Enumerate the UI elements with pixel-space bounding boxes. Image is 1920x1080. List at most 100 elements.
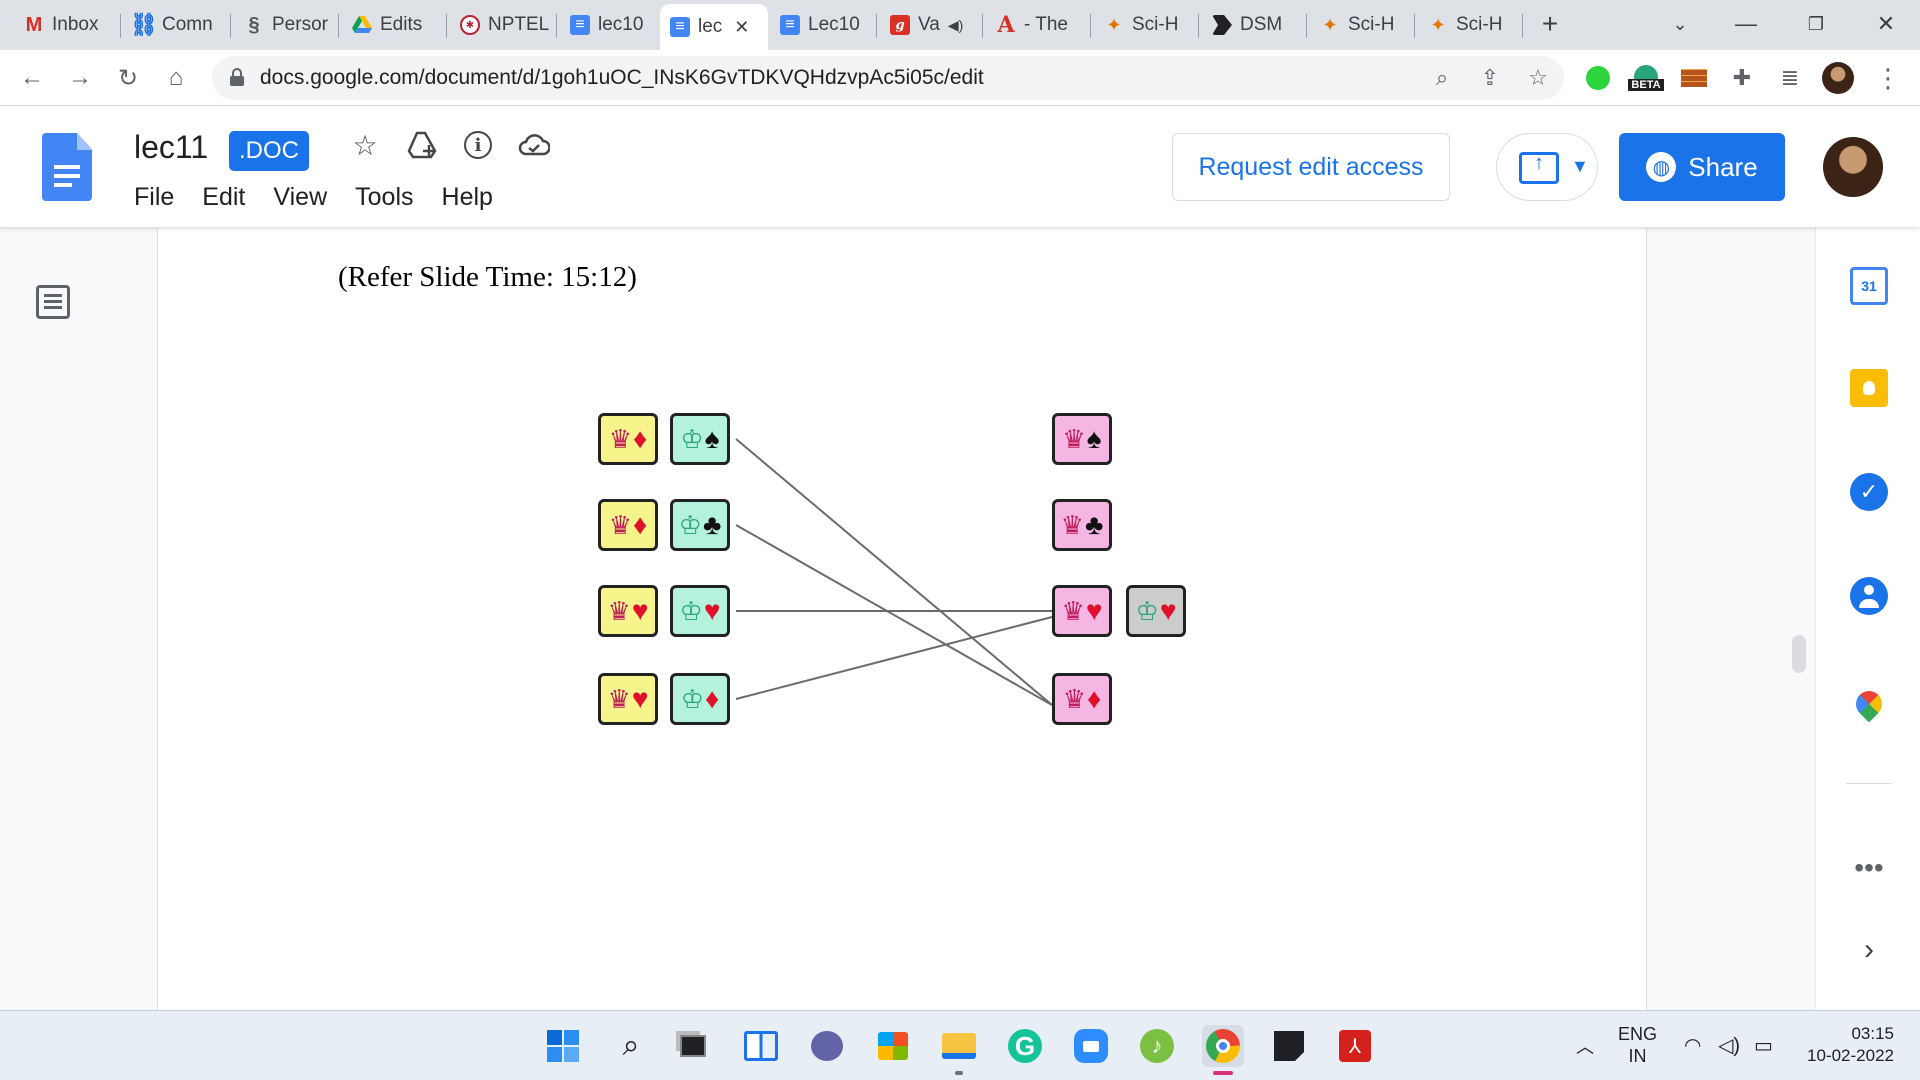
maps-icon[interactable] xyxy=(1850,685,1888,723)
tab-scihub-3[interactable]: ✦ Sci-H xyxy=(1418,6,1520,44)
address-bar[interactable]: docs.google.com/document/d/1goh1uOC_INsK… xyxy=(212,56,1564,100)
extensions-puzzle-icon[interactable]: ✚ xyxy=(1732,65,1752,90)
gmail-icon: M xyxy=(25,13,43,36)
right-queen-card: ♛♣ xyxy=(1052,499,1112,551)
star-icon[interactable]: ☆ xyxy=(352,129,378,161)
forward-arrow-icon[interactable]: → xyxy=(68,64,92,91)
tab-the[interactable]: A - The xyxy=(997,12,1069,38)
reload-icon[interactable]: ↻ xyxy=(117,64,139,92)
diamond-suit-icon: ♦ xyxy=(1087,683,1102,714)
media-queue-icon[interactable]: ≣ xyxy=(1780,65,1800,90)
calendar-icon[interactable]: 31 xyxy=(1850,267,1888,305)
tab-comn[interactable]: ⛓ Comn xyxy=(130,12,213,37)
tab-scihub-1[interactable]: ✦ Sci-H xyxy=(1094,6,1196,44)
new-tab-plus-icon[interactable]: + xyxy=(1541,8,1559,39)
matching-edge xyxy=(735,438,1053,706)
contacts-icon[interactable] xyxy=(1850,577,1888,615)
tab-nptel[interactable]: ✱ NPTEL xyxy=(450,6,554,44)
restore-window-icon[interactable]: ❐ xyxy=(1807,13,1825,34)
slide-time-caption: (Refer Slide Time: 15:12) xyxy=(338,261,637,293)
document-page[interactable]: (Refer Slide Time: 15:12) ♛♦♔♠♛♦♔♣♛♥♔♥♛♥… xyxy=(157,227,1647,1010)
search-icon[interactable]: ⌕ xyxy=(622,1029,640,1062)
windows-start-icon[interactable] xyxy=(542,1025,584,1067)
document-title[interactable]: lec11 xyxy=(134,129,209,165)
extension-brick-icon[interactable] xyxy=(1676,60,1712,96)
chrome-menu-icon[interactable]: ⋮ xyxy=(1875,62,1901,93)
profile-avatar[interactable] xyxy=(1822,62,1854,94)
tab-search-chevron-icon[interactable]: ⌄ xyxy=(1672,13,1688,34)
document-canvas: (Refer Slide Time: 15:12) ♛♦♔♠♛♦♔♣♛♥♔♥♛♥… xyxy=(0,227,1815,1010)
battery-icon[interactable]: ▭ xyxy=(1754,1035,1773,1057)
docs-logo-icon[interactable] xyxy=(42,133,92,201)
input-language-indicator[interactable]: ENG IN xyxy=(1618,1024,1658,1066)
tab-lec11-active[interactable]: lec ✕ xyxy=(660,4,768,50)
microsoft-store-icon[interactable] xyxy=(872,1025,914,1067)
document-info-icon[interactable]: i xyxy=(460,127,496,163)
widgets-icon[interactable] xyxy=(740,1025,782,1067)
spade-suit-icon: ♠ xyxy=(704,423,720,454)
tab-dsm[interactable]: DSM xyxy=(1202,6,1304,44)
back-arrow-icon[interactable]: ← xyxy=(20,64,44,91)
close-tab-icon[interactable]: ✕ xyxy=(734,16,750,37)
task-view-icon[interactable] xyxy=(672,1025,714,1067)
teams-chat-icon[interactable] xyxy=(806,1025,848,1067)
bookmark-star-icon[interactable]: ☆ xyxy=(1528,65,1548,90)
menu-edit[interactable]: Edit xyxy=(202,183,246,211)
present-button[interactable]: ↑ ▼ xyxy=(1496,133,1598,201)
volume-icon[interactable]: ◁) xyxy=(1718,1035,1741,1057)
matching-edge xyxy=(735,524,1053,706)
tab-lec10-second[interactable]: Lec10 xyxy=(770,6,872,44)
tab-lec10[interactable]: lec10 xyxy=(560,6,660,44)
more-apps-icon[interactable]: ••• xyxy=(1854,852,1884,883)
home-icon[interactable]: ⌂ xyxy=(168,64,184,91)
lock-icon[interactable] xyxy=(230,68,244,86)
tab-inbox[interactable]: M Inbox xyxy=(25,13,99,36)
url-text[interactable]: docs.google.com/document/d/1goh1uOC_INsK… xyxy=(260,66,984,89)
document-outline-icon[interactable] xyxy=(36,285,70,319)
expand-panel-chevron-icon[interactable]: › xyxy=(1864,933,1874,966)
share-button[interactable]: ◍ Share xyxy=(1619,133,1785,201)
nptel-icon: ✱ xyxy=(460,15,480,35)
add-to-drive-icon[interactable] xyxy=(404,127,440,163)
system-clock[interactable]: 03:15 10-02-2022 xyxy=(1807,1024,1894,1065)
acrobat-reader-icon[interactable]: ⅄ xyxy=(1334,1025,1376,1067)
note-app-icon[interactable]: ♪ xyxy=(1136,1025,1178,1067)
file-explorer-icon[interactable] xyxy=(938,1025,980,1075)
cloud-saved-icon[interactable] xyxy=(516,127,552,163)
zoom-app-icon[interactable] xyxy=(1070,1025,1112,1067)
sticky-notes-icon[interactable] xyxy=(1268,1025,1310,1067)
left-queen-card: ♛♥ xyxy=(598,673,658,725)
tab-scihub-2[interactable]: ✦ Sci-H xyxy=(1310,6,1412,44)
vertical-scrollbar[interactable] xyxy=(1792,635,1806,673)
menu-help[interactable]: Help xyxy=(441,183,493,211)
tray-overflow-chevron-icon[interactable]: ︿ xyxy=(1576,1037,1594,1057)
grammarly-icon[interactable]: G xyxy=(1004,1025,1046,1067)
share-page-icon[interactable]: ⇪ xyxy=(1480,65,1500,90)
menu-view[interactable]: View xyxy=(273,183,328,211)
queen-icon: ♛ xyxy=(607,596,631,626)
account-avatar[interactable] xyxy=(1823,137,1883,197)
close-window-icon[interactable]: ✕ xyxy=(1876,11,1896,36)
extension-beta-icon[interactable]: BETA xyxy=(1628,60,1664,96)
queen-icon: ♛ xyxy=(607,684,631,714)
club-suit-icon: ♣ xyxy=(702,509,722,540)
keep-icon[interactable] xyxy=(1850,369,1888,407)
speaker-icon[interactable]: ◀) xyxy=(947,16,964,33)
menu-file[interactable]: File xyxy=(134,183,175,211)
tasks-icon[interactable]: ✓ xyxy=(1850,473,1888,511)
tab-person[interactable]: § Persor xyxy=(234,6,336,44)
heart-suit-icon: ♥ xyxy=(1159,595,1177,626)
zoom-icon[interactable]: ⌕ xyxy=(1435,65,1449,90)
queen-icon: ♛ xyxy=(1062,684,1086,714)
tab-va-audio[interactable]: g Va ◀) xyxy=(880,6,980,44)
scihub-icon: ✦ xyxy=(1322,14,1338,35)
extension-green-icon[interactable] xyxy=(1580,60,1616,96)
wifi-icon[interactable]: ◠ xyxy=(1684,1035,1702,1057)
caret-down-icon[interactable]: ▼ xyxy=(1571,156,1589,176)
minimize-icon[interactable]: — xyxy=(1735,11,1757,36)
scihub-icon: ✦ xyxy=(1106,14,1122,35)
request-edit-access-button[interactable]: Request edit access xyxy=(1172,133,1450,201)
menu-tools[interactable]: Tools xyxy=(355,183,414,211)
chrome-taskbar-icon[interactable] xyxy=(1202,1025,1244,1075)
tab-edits[interactable]: Edits xyxy=(342,6,444,44)
